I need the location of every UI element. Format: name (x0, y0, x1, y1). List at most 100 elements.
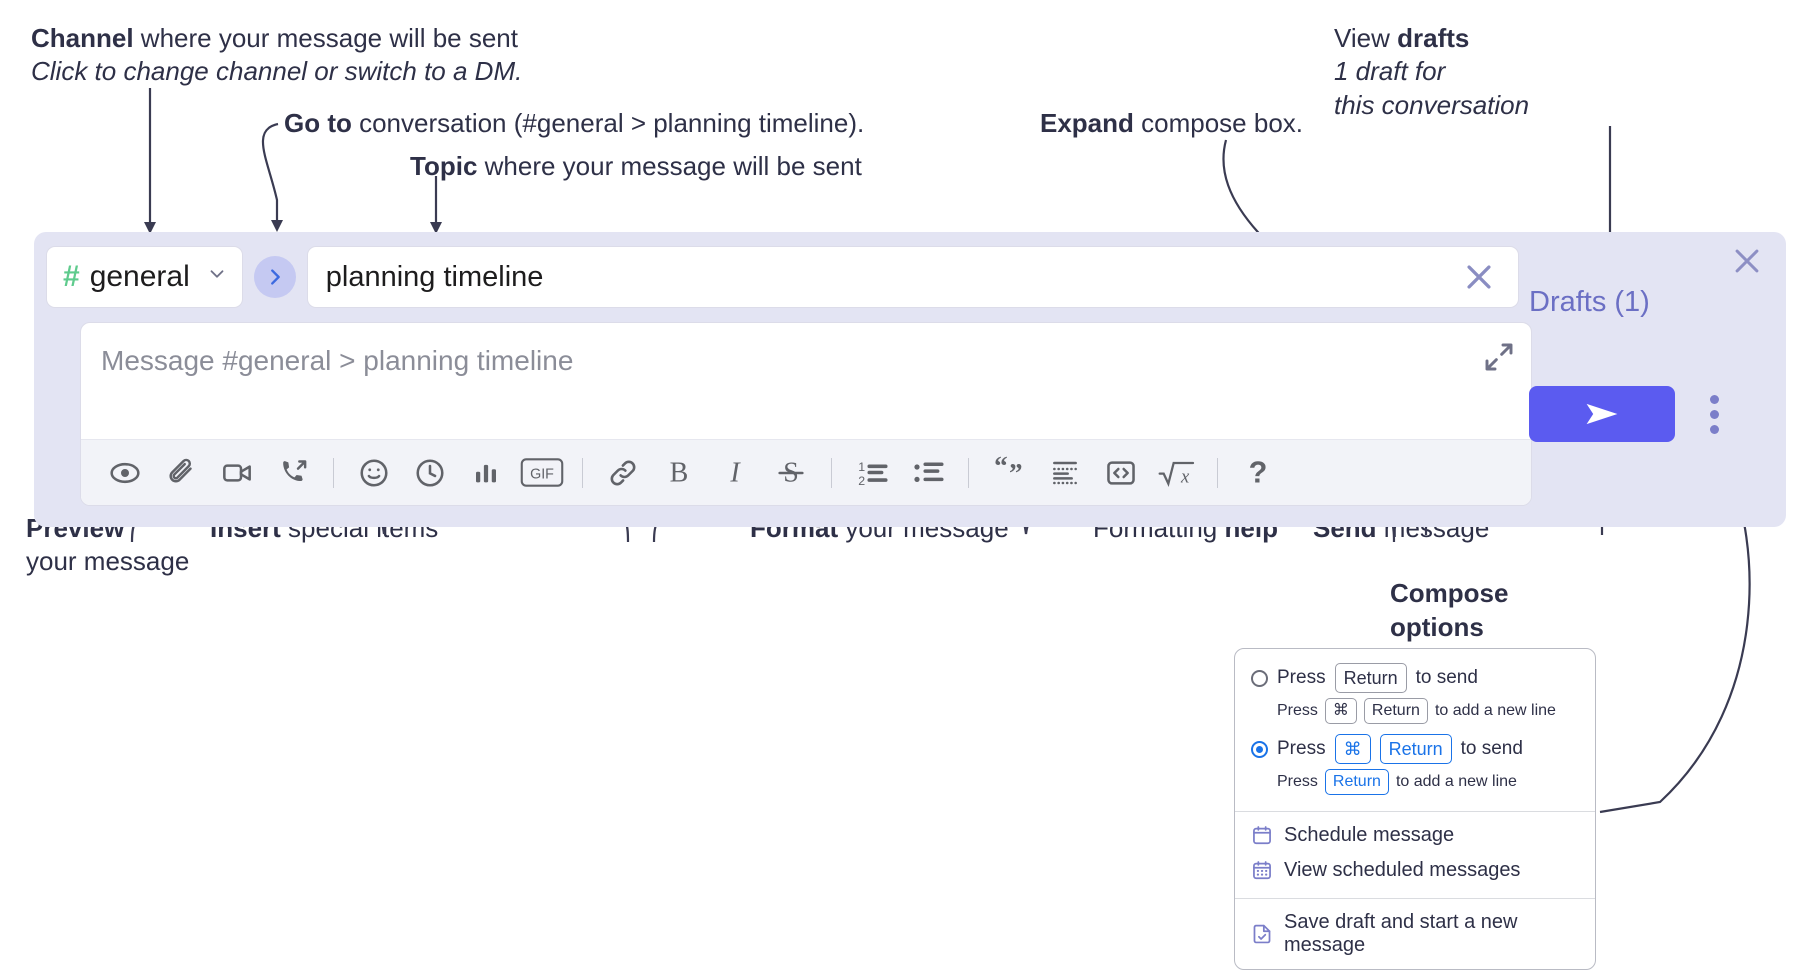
send-button[interactable] (1529, 386, 1675, 442)
menu-item-label: Save draft and start a new message (1284, 910, 1518, 956)
toolbar-divider (968, 457, 969, 488)
smiley-icon[interactable] (346, 448, 402, 498)
annotation-goto-rest: conversation (#general > planning timeli… (351, 108, 865, 138)
link-icon[interactable] (595, 448, 651, 498)
calendar-icon (1251, 824, 1273, 846)
menu-item-view-scheduled-messages[interactable]: View scheduled messages (1235, 853, 1595, 888)
annotation-expand: Expand compose box. (1040, 107, 1303, 140)
annotation-drafts-bold: drafts (1397, 23, 1470, 53)
document-check-icon (1251, 923, 1273, 945)
menu-option1-sub-post: to add a new line (1434, 702, 1556, 720)
panel-close-icon[interactable] (1730, 244, 1764, 278)
annotation-expand-bold: Expand (1040, 108, 1134, 138)
menu-option2-sub-pre: Press (1277, 772, 1318, 790)
annotation-channel: Channel where your message will be sent … (31, 22, 522, 89)
annotation-topic-rest: where your message will be sent (477, 151, 862, 181)
goto-conversation-button[interactable] (253, 256, 296, 298)
menu-option1-hint: Press ⌘ Return to add a new line (1235, 697, 1595, 730)
radio-selected[interactable] (1251, 740, 1268, 758)
keycap-return: Return (1379, 733, 1452, 765)
menu-divider (1235, 897, 1595, 899)
keycap-return: Return (1324, 769, 1389, 795)
compose-options-menu: Press Return to send Press ⌘ Return to a… (1234, 648, 1596, 970)
annotation-topic: Topic where your message will be sent (410, 150, 862, 183)
kebab-dot (1709, 424, 1719, 434)
annotation-drafts-italic-2: this conversation (1334, 89, 1530, 120)
menu-option1-post: to send (1415, 667, 1478, 689)
annotation-preview-line2: your message (26, 546, 190, 577)
annotation-expand-rest: compose box. (1133, 108, 1304, 138)
menu-option-command-return-to-send[interactable]: Press ⌘ Return to send (1235, 730, 1595, 768)
topic-input[interactable]: planning timeline (306, 246, 1519, 308)
calendar-grid-icon (1251, 859, 1273, 881)
square-root-x-icon[interactable]: x (1149, 448, 1205, 498)
svg-text:I: I (729, 457, 741, 488)
svg-text:?: ? (1249, 457, 1268, 489)
drafts-link[interactable]: Drafts (1) (1529, 286, 1650, 318)
toolbar-divider (831, 457, 832, 488)
svg-text:“: “ (994, 456, 1008, 481)
menu-item-label: View scheduled messages (1284, 858, 1521, 881)
toolbar-divider (582, 457, 583, 488)
menu-option2-sub-post: to add a new line (1395, 772, 1517, 790)
svg-text:B: B (670, 457, 689, 488)
gif-icon[interactable]: GIF (514, 448, 570, 498)
code-inline-icon[interactable] (1093, 448, 1149, 498)
compose-options-button[interactable] (1697, 390, 1731, 438)
phone-forward-icon[interactable] (265, 448, 321, 498)
annotation-channel-bold: Channel (31, 23, 134, 53)
italic-icon[interactable]: I (707, 448, 763, 498)
paperclip-icon[interactable] (153, 448, 209, 498)
expand-icon[interactable] (1483, 341, 1515, 373)
toolbar-divider (333, 457, 334, 488)
svg-text:2: 2 (858, 474, 865, 488)
menu-option1-pre: Press (1277, 667, 1326, 689)
compose-header-row: # general planning timeline (46, 246, 1519, 308)
video-camera-icon[interactable] (209, 448, 265, 498)
svg-text:GIF: GIF (530, 467, 554, 483)
kebab-dot (1709, 409, 1719, 419)
channel-name: general (89, 260, 190, 293)
annotation-goto-bold: Go to (284, 108, 352, 138)
annotation-topic-bold: Topic (410, 151, 478, 181)
kebab-dot (1709, 394, 1719, 404)
bold-icon[interactable]: B (651, 448, 707, 498)
topic-value: planning timeline (325, 260, 544, 293)
message-placeholder: Message #general > planning timeline (101, 345, 574, 376)
quote-icon[interactable]: “” (981, 448, 1037, 498)
svg-text:”: ” (1009, 458, 1023, 488)
annotation-channel-rest: where your message will be sent (133, 23, 518, 53)
message-input-box[interactable]: Message #general > planning timeline (80, 322, 1532, 506)
question-mark-icon[interactable]: ? (1230, 448, 1286, 498)
bar-chart-icon[interactable] (458, 448, 514, 498)
radio-unselected[interactable] (1251, 669, 1268, 687)
menu-option2-post: to send (1460, 738, 1523, 760)
svg-text:x: x (1180, 466, 1190, 487)
keycap-return: Return (1363, 698, 1428, 724)
menu-item-save-draft[interactable]: Save draft and start a new message (1235, 905, 1595, 963)
hash-icon: # (63, 260, 80, 293)
toolbar-divider (1217, 457, 1218, 488)
annotation-channel-italic: Click to change channel or switch to a D… (31, 56, 523, 87)
compose-panel: # general planning timeline Message #gen… (34, 232, 1786, 527)
menu-option-return-to-send[interactable]: Press Return to send (1235, 659, 1595, 697)
bulleted-list-icon[interactable] (900, 448, 956, 498)
annotation-drafts: View drafts 1 draft for this conversatio… (1334, 22, 1529, 122)
close-icon[interactable] (1462, 260, 1496, 294)
keycap-return: Return (1334, 663, 1407, 694)
strikethrough-icon[interactable]: S (763, 448, 819, 498)
keycap-command: ⌘ (1324, 698, 1357, 724)
annotation-compose-bold-2: options (1390, 611, 1484, 642)
menu-item-schedule-message[interactable]: Schedule message (1235, 818, 1595, 853)
annotation-drafts-italic-1: 1 draft for (1334, 56, 1446, 87)
annotation-goto: Go to conversation (#general > planning … (284, 107, 864, 140)
preview-icon[interactable] (97, 448, 153, 498)
annotation-drafts-pre: View (1334, 23, 1398, 53)
clock-icon[interactable] (402, 448, 458, 498)
svg-text:1: 1 (858, 460, 865, 474)
code-block-icon[interactable] (1037, 448, 1093, 498)
menu-option1-sub-pre: Press (1277, 702, 1318, 720)
channel-picker[interactable]: # general (46, 246, 243, 308)
